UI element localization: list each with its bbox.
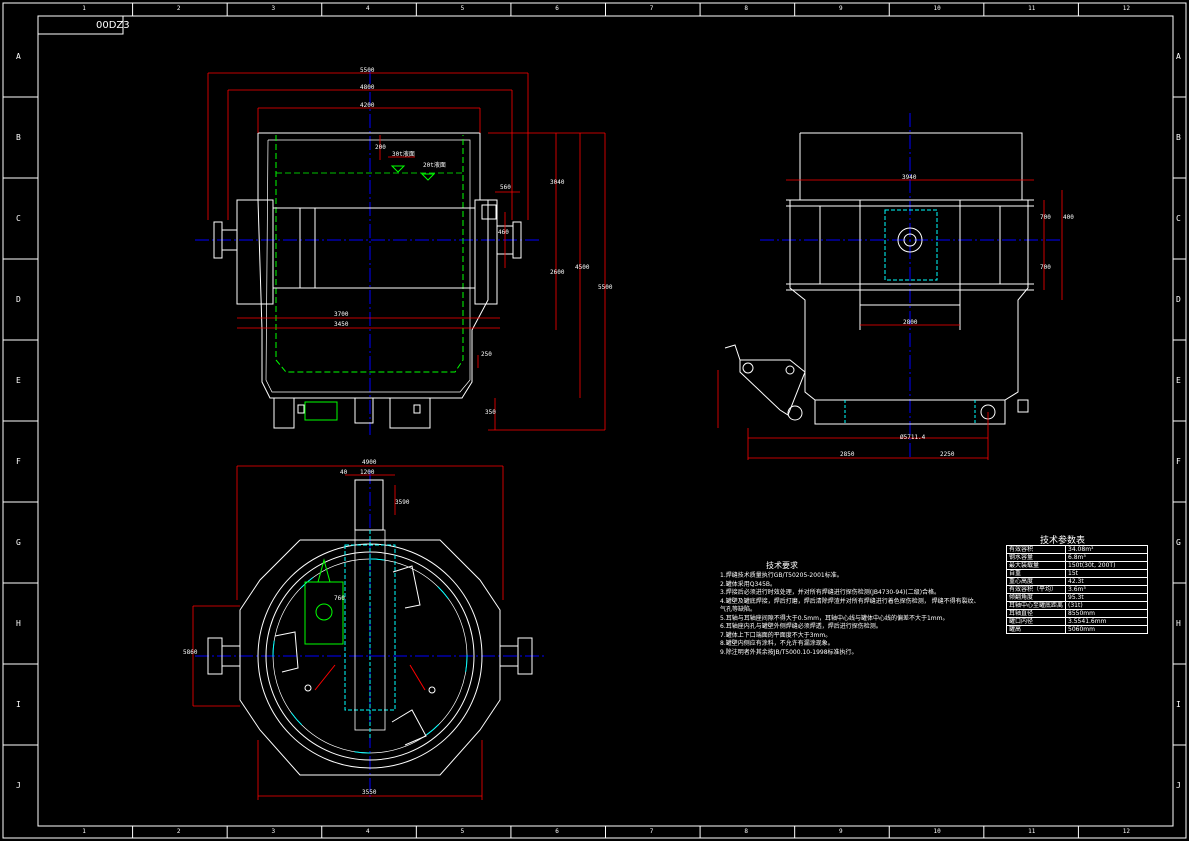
side-view bbox=[717, 113, 1063, 460]
column-grid-ticks bbox=[132, 3, 1079, 838]
row-grid-ticks bbox=[3, 96, 1186, 746]
front-view bbox=[195, 70, 606, 435]
code-box bbox=[37, 15, 124, 35]
top-view bbox=[192, 465, 545, 800]
